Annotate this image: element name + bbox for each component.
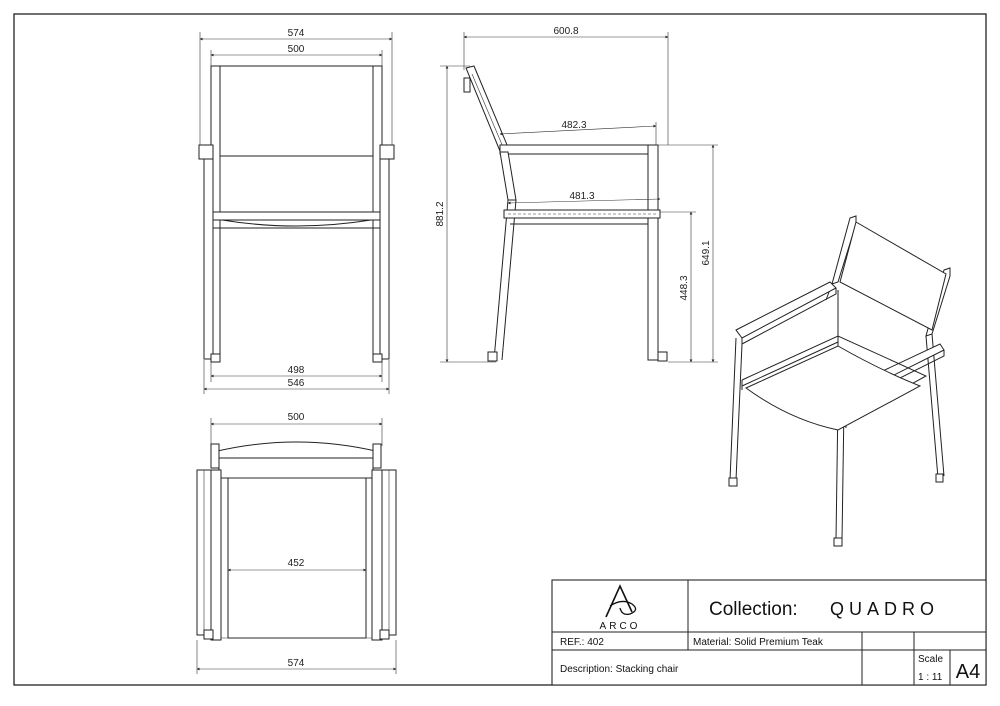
dim-side-armrest: 482.3 xyxy=(561,120,586,131)
collection-name: QUADRO xyxy=(830,599,939,619)
scale-label: Scale xyxy=(918,654,943,665)
dim-side-height: 881.2 xyxy=(435,201,446,226)
dim-front-top-outer: 574 xyxy=(288,28,305,39)
dim-side-seat: 481.3 xyxy=(569,191,594,202)
dim-plan-seat: 452 xyxy=(288,558,305,569)
dim-front-bottom-inner: 498 xyxy=(288,365,305,376)
scale-value: 1 : 11 xyxy=(918,672,943,683)
title-block: ARCO Collection: QUADRO REF.: 402 Materi… xyxy=(551,579,987,686)
front-view: 574 500 498 546 xyxy=(198,28,395,394)
dim-side-arm-height: 649.1 xyxy=(701,240,712,265)
dim-side-depth: 600.8 xyxy=(553,26,578,37)
isometric-view xyxy=(728,215,951,547)
brand-name: ARCO xyxy=(600,621,641,632)
ref-number: REF.: 402 xyxy=(560,637,604,648)
material: Material: Solid Premium Teak xyxy=(693,637,824,648)
collection-label: Collection: xyxy=(709,599,798,620)
dim-plan-top: 500 xyxy=(288,412,305,423)
sheet-border xyxy=(13,13,987,686)
paper-size: A4 xyxy=(956,661,980,683)
description: Description: Stacking chair xyxy=(560,664,679,675)
dim-front-bottom-outer: 546 xyxy=(288,378,305,389)
dim-plan-bottom: 574 xyxy=(288,658,305,669)
side-view: 600.8 881.2 482.3 481.3 xyxy=(435,26,718,363)
dim-side-seat-height: 448.3 xyxy=(679,275,690,300)
arco-logo: ARCO xyxy=(600,584,641,632)
plan-view: 500 452 574 xyxy=(196,412,397,674)
dim-front-top-inner: 500 xyxy=(288,44,305,55)
